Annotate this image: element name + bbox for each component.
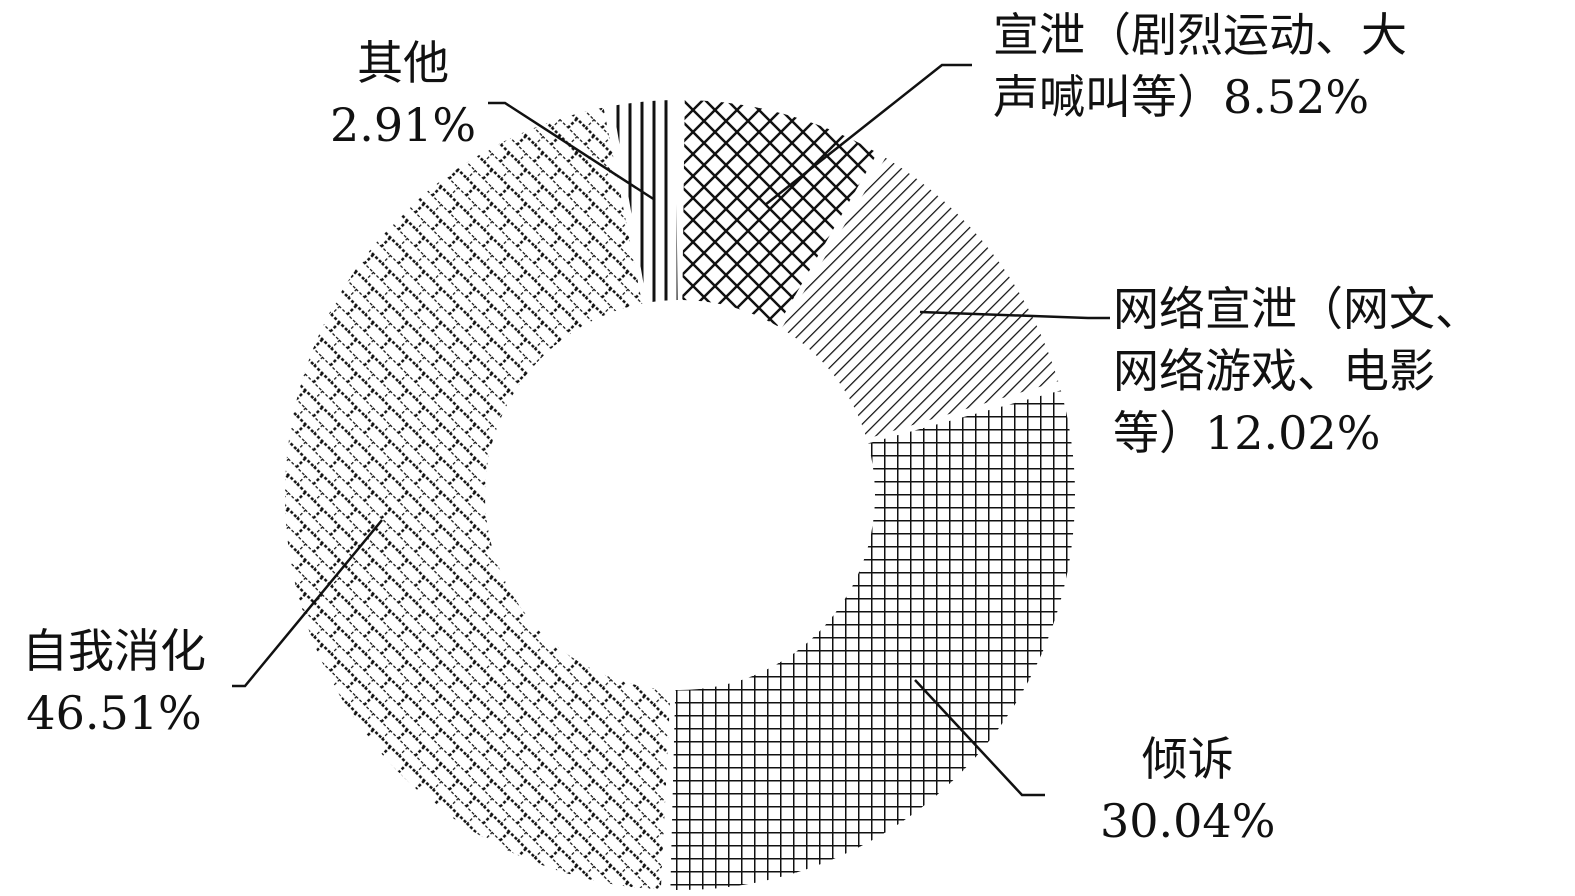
label-line: 30.04% (1100, 794, 1276, 848)
donut-slice-1 (781, 157, 1059, 439)
donut-slice-3 (284, 107, 671, 890)
donut-slice-4 (612, 100, 678, 303)
label-line: 自我消化 (22, 624, 206, 678)
label-line: 声喊叫等）8.52% (993, 70, 1370, 124)
label-confiding: 倾诉 30.04% (1100, 728, 1275, 852)
leader-line-venting (764, 63, 972, 206)
leader-line-online-venting (919, 310, 1110, 320)
leader-line-self-digest (232, 519, 383, 688)
donut-slice-0 (682, 100, 878, 327)
donut-slice-2 (670, 390, 1075, 890)
label-line: 2.91% (330, 98, 477, 152)
label-line: 其他 (357, 36, 450, 90)
label-venting: 宣泄（剧烈运动、大 声喊叫等）8.52% (993, 4, 1407, 128)
label-online-venting: 网络宣泄（网文、 网络游戏、电影 等）12.02% (1113, 278, 1481, 464)
label-self-digest: 自我消化 46.51% (22, 620, 206, 744)
leader-line-other (488, 101, 656, 202)
label-line: 网络游戏、电影 (1113, 344, 1435, 398)
label-other: 其他 2.91% (330, 32, 476, 156)
label-line: 网络宣泄（网文、 (1113, 282, 1481, 336)
leader-line-confiding (914, 679, 1045, 797)
label-line: 宣泄（剧烈运动、大 (993, 8, 1407, 62)
label-line: 46.51% (26, 686, 202, 740)
label-line: 倾诉 (1141, 732, 1234, 786)
label-line: 等）12.02% (1113, 406, 1381, 460)
